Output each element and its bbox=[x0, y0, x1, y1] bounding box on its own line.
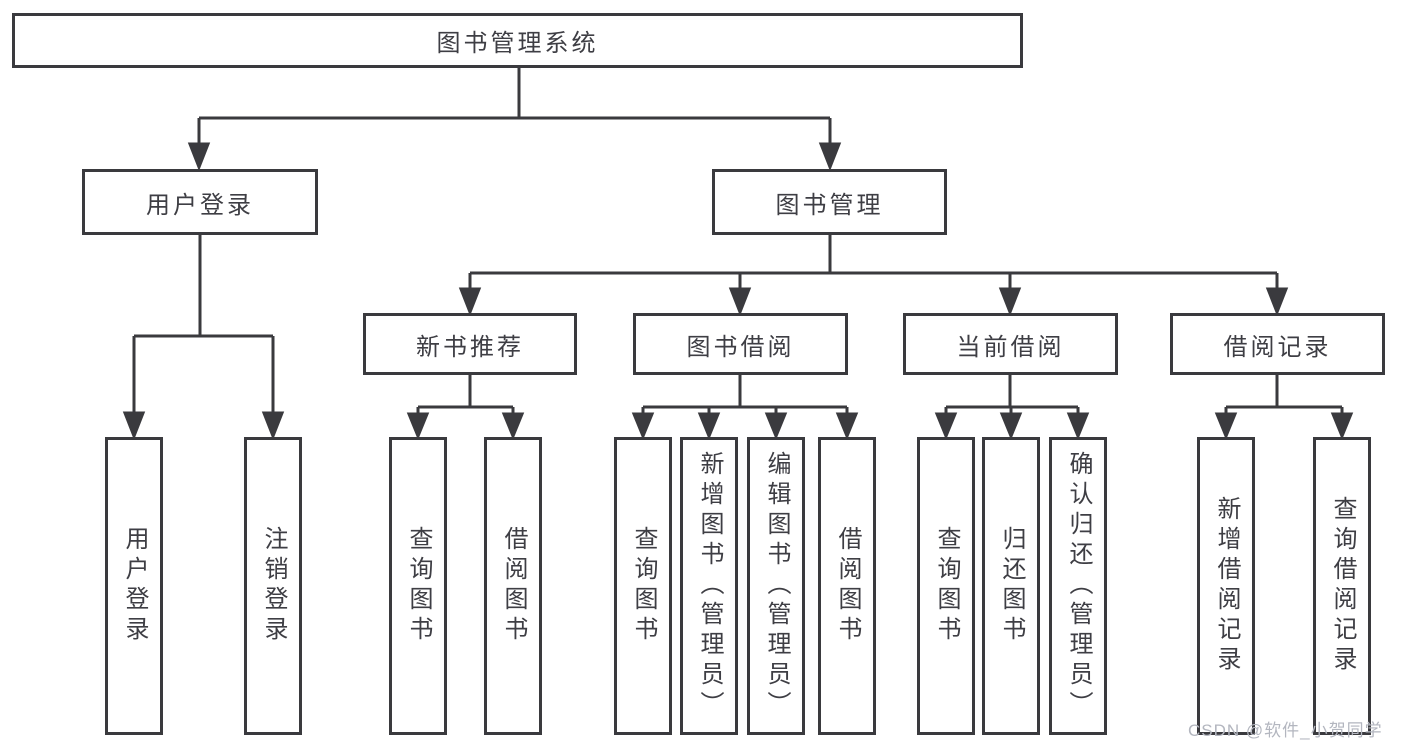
leaf-record-add-borrow-record: 新增借阅记录 bbox=[1197, 437, 1255, 735]
node-label: 查询图书 bbox=[933, 526, 960, 646]
node-label: 图书借阅 bbox=[686, 333, 795, 361]
node-label: 图书管理系统 bbox=[436, 30, 599, 57]
leaf-borrow-borrow-books: 借阅图书 bbox=[818, 437, 876, 735]
node-label: 当前借阅 bbox=[956, 333, 1065, 361]
node-label: 用户登录 bbox=[121, 526, 148, 646]
node-label: 注销登录 bbox=[260, 526, 287, 646]
leaf-logout-login: 注销登录 bbox=[244, 437, 302, 735]
leaf-current-query-books: 查询图书 bbox=[917, 437, 975, 735]
leaf-current-confirm-return-admin: 确认归还（管理员） bbox=[1049, 437, 1107, 735]
connector-record-to-leaves bbox=[1214, 375, 1354, 440]
leaf-record-query-borrow-record: 查询借阅记录 bbox=[1313, 437, 1371, 735]
node-label: 图书管理 bbox=[775, 191, 884, 219]
connector-newbook-to-leaves bbox=[406, 375, 525, 440]
leaf-newbook-borrow-books: 借阅图书 bbox=[484, 437, 542, 735]
node-user-login: 用户登录 bbox=[82, 169, 318, 235]
leaf-newbook-query-books: 查询图书 bbox=[389, 437, 447, 735]
connector-login-to-leaves bbox=[122, 235, 285, 441]
node-label: 查询借阅记录 bbox=[1329, 496, 1356, 676]
node-label: 归还图书 bbox=[998, 526, 1025, 646]
node-label: 查询图书 bbox=[405, 526, 432, 646]
node-label: 查询图书 bbox=[630, 526, 657, 646]
node-new-book-recommendation: 新书推荐 bbox=[363, 313, 577, 375]
leaf-user-login: 用户登录 bbox=[105, 437, 163, 735]
node-library-management-system: 图书管理系统 bbox=[12, 13, 1023, 68]
node-label: 新增图书（管理员） bbox=[696, 451, 723, 721]
leaf-borrow-add-books-admin: 新增图书（管理员） bbox=[680, 437, 738, 735]
connector-root-to-level2 bbox=[187, 68, 842, 172]
node-current-borrowing: 当前借阅 bbox=[903, 313, 1118, 375]
node-label: 用户登录 bbox=[146, 191, 254, 219]
connector-borrow-to-leaves bbox=[631, 375, 859, 440]
node-label: 编辑图书（管理员） bbox=[763, 451, 790, 721]
leaf-current-return-books: 归还图书 bbox=[982, 437, 1040, 735]
node-book-management: 图书管理 bbox=[712, 169, 947, 235]
leaf-borrow-edit-books-admin: 编辑图书（管理员） bbox=[747, 437, 805, 735]
node-label: 确认归还（管理员） bbox=[1065, 451, 1092, 721]
node-label: 借阅记录 bbox=[1223, 333, 1332, 361]
csdn-watermark: CSDN @软件_小贺同学 bbox=[1188, 721, 1383, 740]
node-label: 新增借阅记录 bbox=[1213, 496, 1240, 676]
node-label: 新书推荐 bbox=[416, 333, 524, 361]
leaf-borrow-query-books: 查询图书 bbox=[614, 437, 672, 735]
connector-current-to-leaves bbox=[934, 375, 1090, 440]
node-book-borrowing: 图书借阅 bbox=[633, 313, 848, 375]
node-label: 借阅图书 bbox=[834, 526, 861, 646]
node-borrowing-records: 借阅记录 bbox=[1170, 313, 1385, 375]
node-label: 借阅图书 bbox=[500, 526, 527, 646]
connector-mgmt-to-level3 bbox=[458, 235, 1289, 317]
